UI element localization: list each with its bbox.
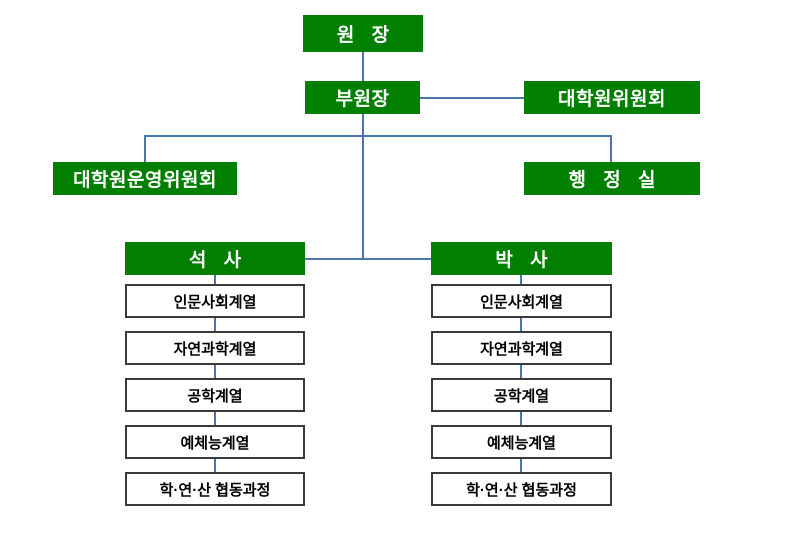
field-box-masters-5[interactable]: 학·연·산 협동과정 <box>125 472 305 506</box>
connector-center-spine <box>362 135 364 259</box>
node-director[interactable]: 원 장 <box>303 15 423 52</box>
node-administration-office-label: 행 정 실 <box>568 170 662 191</box>
connector-director-to-vice <box>362 52 364 82</box>
field-box-doctorate-2[interactable]: 자연과학계열 <box>431 331 612 365</box>
node-degree-masters-label: 석 사 <box>188 250 248 271</box>
node-degree-doctorate-label: 박 사 <box>495 250 554 271</box>
node-steering-committee-label: 대학원운영위원회 <box>73 170 217 191</box>
field-box-masters-2-label: 자연과학계열 <box>173 340 257 358</box>
node-degree-doctorate[interactable]: 박 사 <box>431 242 612 275</box>
connector-masters-doctorate-bar <box>305 258 431 260</box>
node-degree-masters[interactable]: 석 사 <box>125 242 305 275</box>
field-box-masters-3[interactable]: 공학계열 <box>125 378 305 412</box>
field-box-doctorate-5-label: 학·연·산 협동과정 <box>466 481 577 499</box>
node-graduate-committee[interactable]: 대학원위원회 <box>524 81 700 114</box>
field-box-masters-5-label: 학·연·산 협동과정 <box>159 481 271 499</box>
field-box-doctorate-4-label: 예체능계열 <box>486 434 556 452</box>
field-box-doctorate-4[interactable]: 예체능계열 <box>431 425 612 459</box>
field-box-doctorate-2-label: 자연과학계열 <box>480 340 563 358</box>
field-box-doctorate-1[interactable]: 인문사회계열 <box>431 284 612 318</box>
node-vice-director[interactable]: 부원장 <box>305 81 420 114</box>
connector-vice-to-committee <box>420 97 524 99</box>
field-box-masters-4-label: 예체능계열 <box>180 434 250 452</box>
field-box-masters-2[interactable]: 자연과학계열 <box>125 331 305 365</box>
node-director-label: 원 장 <box>336 25 396 46</box>
connector-bar-to-steering <box>144 135 146 162</box>
node-administration-office[interactable]: 행 정 실 <box>524 162 700 195</box>
field-box-masters-1-label: 인문사회계열 <box>173 293 257 311</box>
connector-row3-bar <box>144 135 612 137</box>
node-graduate-committee-label: 대학원위원회 <box>558 89 666 110</box>
field-box-doctorate-5[interactable]: 학·연·산 협동과정 <box>431 472 612 506</box>
field-box-masters-3-label: 공학계열 <box>187 387 243 405</box>
connector-bar-to-admin <box>610 135 612 162</box>
node-steering-committee[interactable]: 대학원운영위원회 <box>53 162 237 195</box>
field-box-doctorate-1-label: 인문사회계열 <box>480 293 563 311</box>
connector-vice-down <box>362 114 364 136</box>
field-box-masters-1[interactable]: 인문사회계열 <box>125 284 305 318</box>
field-box-doctorate-3-label: 공학계열 <box>493 387 550 405</box>
field-box-masters-4[interactable]: 예체능계열 <box>125 425 305 459</box>
field-box-doctorate-3[interactable]: 공학계열 <box>431 378 612 412</box>
node-vice-director-label: 부원장 <box>335 89 390 110</box>
